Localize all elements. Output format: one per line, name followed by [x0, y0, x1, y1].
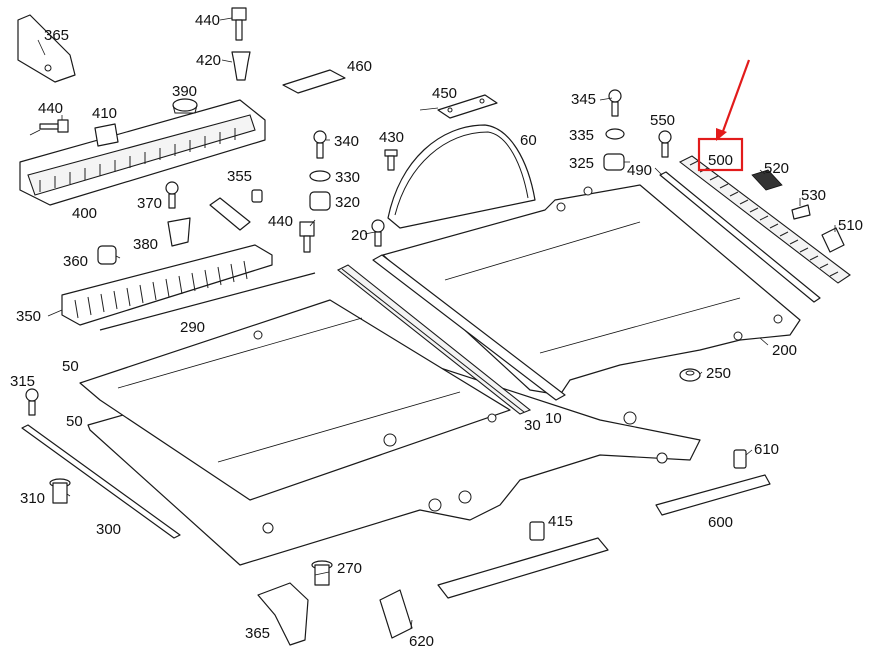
- edge-strip-490: [659, 171, 821, 303]
- bracket-410: [94, 123, 119, 147]
- callout-500: 500: [708, 152, 733, 169]
- callout-440-top: 440: [195, 12, 220, 29]
- callout-600: 600: [708, 514, 733, 531]
- callout-50-upper: 50: [62, 358, 79, 375]
- callout-335: 335: [569, 127, 594, 144]
- grille-350: [61, 244, 273, 326]
- callout-410: 410: [92, 105, 117, 122]
- rivet-430: [384, 149, 398, 171]
- callout-490: 490: [627, 162, 652, 179]
- callout-360: 360: [63, 253, 88, 270]
- screw-345: [608, 89, 622, 117]
- callout-345: 345: [571, 91, 596, 108]
- screw-370: [165, 181, 179, 209]
- callout-labels: 365 440 420 460 390 440 410 400 450 345 …: [10, 12, 863, 650]
- rear-box-400: [19, 99, 266, 206]
- callout-330: 330: [335, 169, 360, 186]
- callout-60: 60: [520, 132, 537, 149]
- rail-620: [379, 537, 609, 639]
- callout-610: 610: [754, 441, 779, 458]
- cap-360: [97, 245, 117, 265]
- callout-530: 530: [801, 187, 826, 204]
- wheel-arch-60: [387, 124, 536, 229]
- callout-420: 420: [196, 52, 221, 69]
- callout-315: 315: [10, 373, 35, 390]
- screw-550: [658, 130, 672, 158]
- callout-365-bottom: 365: [245, 625, 270, 642]
- washer-335: [605, 128, 625, 140]
- callout-50-lower: 50: [66, 413, 83, 430]
- callout-10: 10: [545, 410, 562, 427]
- floor-panel-50-upper: [79, 299, 511, 501]
- callout-340: 340: [334, 133, 359, 150]
- bar-600: [655, 474, 771, 516]
- callout-365-top: 365: [44, 27, 69, 44]
- bracket-365-bottom: [257, 582, 309, 646]
- clip-420: [231, 51, 251, 81]
- strip-290: [99, 272, 316, 331]
- bolt-440-mid: [299, 221, 315, 253]
- grommet-250: [679, 368, 701, 382]
- sleeve-310: [49, 478, 71, 504]
- callout-520: 520: [764, 160, 789, 177]
- callout-430: 430: [379, 129, 404, 146]
- callout-310: 310: [20, 490, 45, 507]
- clip-510: [821, 227, 845, 253]
- sleeve-270: [311, 560, 333, 586]
- leader-lines: [29, 17, 836, 629]
- callout-460: 460: [347, 58, 372, 75]
- plate-460: [282, 69, 346, 94]
- bolt-440-left: [39, 119, 69, 133]
- callout-370: 370: [137, 195, 162, 212]
- callout-380: 380: [133, 236, 158, 253]
- strip-300: [21, 424, 181, 539]
- callout-440-left: 440: [38, 100, 63, 117]
- callout-440-mid: 440: [268, 213, 293, 230]
- callout-390: 390: [172, 83, 197, 100]
- callout-450: 450: [432, 85, 457, 102]
- callout-20: 20: [351, 227, 368, 244]
- plate-450: [437, 94, 498, 119]
- washer-330: [309, 170, 331, 182]
- callout-290: 290: [180, 319, 205, 336]
- cover-380: [167, 217, 191, 247]
- callout-320: 320: [335, 194, 360, 211]
- bracket-365-top: [17, 14, 76, 83]
- callout-355: 355: [227, 168, 252, 185]
- callout-350: 350: [16, 308, 41, 325]
- clip-610: [733, 449, 747, 469]
- callout-270: 270: [337, 560, 362, 577]
- bolt-440-top: [231, 7, 247, 41]
- callout-250: 250: [706, 365, 731, 382]
- clip-415: [529, 521, 545, 541]
- plug-390: [172, 98, 198, 114]
- callout-550: 550: [650, 112, 675, 129]
- callout-620: 620: [409, 633, 434, 650]
- screw-340: [313, 130, 327, 159]
- callout-300: 300: [96, 521, 121, 538]
- highlight-500: [697, 59, 751, 172]
- callout-415: 415: [548, 513, 573, 530]
- callout-30: 30: [524, 417, 541, 434]
- callout-510: 510: [838, 217, 863, 234]
- clip-530: [791, 204, 811, 220]
- screw-315: [25, 388, 39, 416]
- screw-20: [371, 219, 385, 247]
- floor-rail-10: [372, 254, 566, 401]
- callout-400: 400: [72, 205, 97, 222]
- spacer-325: [603, 153, 625, 171]
- tube-355: [209, 189, 263, 231]
- floor-rail-30: [336, 264, 532, 415]
- callout-200: 200: [772, 342, 797, 359]
- callout-325: 325: [569, 155, 594, 172]
- bush-320: [309, 191, 331, 211]
